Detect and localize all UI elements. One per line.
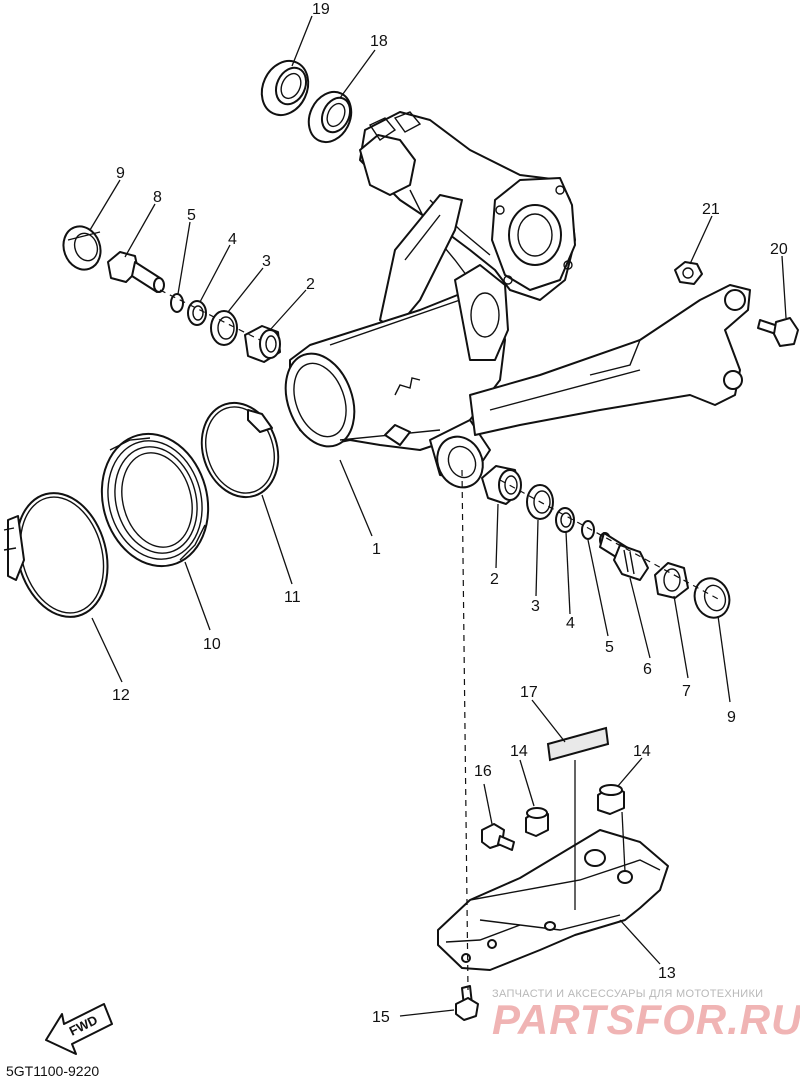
callout-14-right: 14	[633, 743, 651, 760]
watermark-caption: ЗАПЧАСТИ И АКСЕССУАРЫ ДЛЯ МОТОТЕХНИКИ	[492, 988, 764, 1000]
callout-10: 10	[203, 636, 221, 653]
callout-5-lower: 5	[605, 639, 614, 656]
part-7-lock-nut[interactable]	[654, 562, 689, 599]
part-1-swingarm[interactable]	[274, 264, 751, 495]
callout-13: 13	[658, 965, 676, 982]
callout-12: 12	[112, 687, 130, 704]
callout-9-lower: 9	[727, 709, 736, 726]
part-18-bearing[interactable]	[301, 85, 359, 149]
diagram-code: 5GT1100-9220	[6, 1063, 100, 1079]
part-5-oring-lower[interactable]	[581, 520, 595, 540]
callout-2-lower: 2	[490, 571, 499, 588]
final-gear-case	[359, 111, 576, 301]
callout-5-upper: 5	[187, 207, 196, 224]
part-15-screw[interactable]	[455, 985, 479, 1021]
callout-7: 7	[682, 683, 691, 700]
part-17-label[interactable]	[546, 726, 610, 762]
callout-6: 6	[643, 661, 652, 678]
part-2-bearing-upper[interactable]	[244, 325, 281, 363]
part-4-collar-upper[interactable]	[187, 300, 207, 326]
part-6-pivot-bolt[interactable]	[599, 532, 649, 581]
part-11-clamp[interactable]	[190, 393, 290, 507]
callout-9-upper: 9	[116, 165, 125, 182]
part-14-damper-right[interactable]	[597, 784, 625, 815]
fwd-arrow-icon: FWD	[45, 1003, 113, 1055]
callout-20: 20	[770, 241, 788, 258]
callout-2-upper: 2	[306, 276, 315, 293]
callout-4-upper: 4	[228, 231, 237, 248]
callout-19: 19	[312, 1, 330, 18]
dash-line-lower-axis	[499, 479, 721, 601]
callout-4-lower: 4	[566, 615, 575, 632]
callout-3-upper: 3	[262, 253, 271, 270]
part-3-seal-upper[interactable]	[210, 310, 238, 346]
callout-3-lower: 3	[531, 598, 540, 615]
part-13-protector-plate[interactable]	[437, 829, 669, 971]
part-8-pivot-bolt[interactable]	[107, 251, 165, 293]
part-10-boot[interactable]	[87, 422, 222, 578]
callout-1: 1	[372, 541, 381, 558]
part-5-oring-upper[interactable]	[170, 293, 184, 313]
callout-14-left: 14	[510, 743, 528, 760]
watermark-brand: PARTSFOR.RU	[492, 996, 800, 1043]
dash-line-pivot	[461, 469, 469, 991]
dash-line-upper-axis	[159, 289, 261, 341]
callout-8: 8	[153, 189, 162, 206]
callout-21: 21	[702, 201, 720, 218]
part-14-damper-left[interactable]	[525, 807, 549, 837]
part-21-nut[interactable]	[674, 261, 703, 285]
callout-18: 18	[370, 33, 388, 50]
callout-15: 15	[372, 1009, 390, 1026]
callout-11: 11	[284, 589, 301, 606]
part-19-bearing[interactable]	[253, 53, 317, 122]
part-2-bearing-lower[interactable]	[481, 465, 522, 505]
part-16-bolt[interactable]	[481, 823, 515, 851]
part-4-collar-lower[interactable]	[555, 507, 575, 533]
part-20-bolt[interactable]	[757, 317, 799, 347]
part-12-large-clamp[interactable]	[3, 483, 121, 627]
part-9-cap-lower[interactable]	[689, 573, 735, 622]
callout-17: 17	[520, 684, 538, 701]
part-9-cap-upper[interactable]	[58, 221, 107, 275]
leader-lines	[89, 15, 787, 1017]
callout-16: 16	[474, 763, 492, 780]
